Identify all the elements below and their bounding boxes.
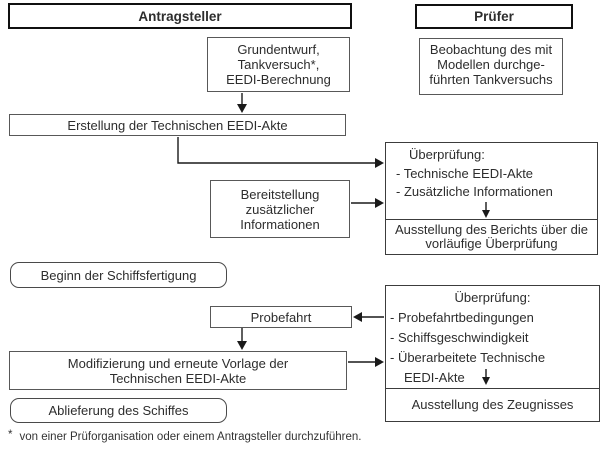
node-erstellung: Erstellung der Technischen EEDI-Akte — [9, 114, 346, 136]
node-ueberpruefung1-upper: Überprüfung: - Technische EEDI-Akte - Zu… — [386, 143, 597, 219]
node-ueberpruefung1: Überprüfung: - Technische EEDI-Akte - Zu… — [385, 142, 598, 255]
node-ueberpruefung2-upper: Überprüfung: - Probefahrtbedingungen - S… — [386, 286, 599, 388]
node-beginn-label: Beginn der Schiffsfertigung — [40, 267, 197, 283]
arrow-ueberpruefung2-probefahrt — [353, 312, 384, 322]
header-pruefer: Prüfer — [415, 4, 573, 29]
node-beginn-schiffsfertigung: Beginn der Schiffsfertigung — [10, 262, 227, 288]
node-ueberpruefung1-title: Überprüfung: — [409, 147, 485, 162]
node-beobachtung: Beobachtung des mit Modellen durchge- fü… — [419, 38, 563, 95]
node-grundentwurf-line1: Grundentwurf, — [237, 42, 320, 57]
footnote-asterisk: * — [8, 429, 13, 441]
node-ueberpruefung2-result-line1: Ausstellung des Zeugnisses — [411, 397, 574, 412]
node-grundentwurf: Grundentwurf, Tankversuch*, EEDI-Berechn… — [207, 37, 350, 92]
header-antragsteller-label: Antragsteller — [138, 8, 222, 24]
node-probefahrt-label: Probefahrt — [250, 309, 312, 325]
node-ueberpruefung2-item3: - Überarbeitete Technische — [390, 350, 546, 365]
node-bereitstellung: Bereitstellung zusätzlicher Informatione… — [210, 180, 350, 238]
node-modifizierung-line2: Technischen EEDI-Akte — [109, 370, 247, 386]
node-ueberpruefung1-result: Ausstellung des Berichts über die vorläu… — [386, 219, 597, 254]
node-ueberpruefung1-item2: - Zusätzliche Informationen — [396, 184, 553, 199]
node-ablieferung: Ablieferung des Schiffes — [10, 398, 227, 423]
node-grundentwurf-line2: Tankversuch*, — [237, 57, 320, 72]
arrow-bereitstellung-ueberpruefung1 — [351, 198, 384, 208]
node-ueberpruefung1-item1: - Technische EEDI-Akte — [396, 165, 534, 181]
node-bereitstellung-line1: Bereitstellung — [240, 186, 320, 202]
arrow-probefahrt-modifizierung — [237, 328, 247, 350]
node-grundentwurf-line3: EEDI-Berechnung — [226, 72, 331, 87]
node-probefahrt: Probefahrt — [210, 306, 352, 328]
node-erstellung-label: Erstellung der Technischen EEDI-Akte — [67, 117, 288, 133]
node-bereitstellung-line2: zusätzlicher — [245, 201, 315, 217]
node-bereitstellung-line3: Informationen — [240, 216, 320, 232]
node-beobachtung-line2: Modellen durchge- — [437, 57, 545, 72]
node-modifizierung-line1: Modifizierung und erneute Vorlage der — [67, 355, 289, 371]
node-ueberpruefung2-result: Ausstellung des Zeugnisses — [386, 388, 599, 421]
node-ueberpruefung2-title: Überprüfung: — [454, 290, 531, 305]
header-antragsteller: Antragsteller — [8, 3, 352, 29]
node-beobachtung-line3: führten Tankversuchs — [429, 72, 553, 87]
arrow-modifizierung-ueberpruefung2 — [348, 357, 384, 367]
node-beobachtung-line1: Beobachtung des mit — [429, 42, 553, 57]
node-ueberpruefung1-result-line1: Ausstellung des Berichts über die — [395, 222, 588, 237]
node-ueberpruefung2-item1: - Probefahrtbedingungen — [390, 310, 534, 325]
node-ueberpruefung2-item4: EEDI-Akte — [404, 370, 465, 385]
arrow-grundentwurf-erstellung — [237, 93, 247, 113]
node-ablieferung-label: Ablieferung des Schiffes — [48, 403, 189, 418]
footnote: * von einer Prüforganisation oder einem … — [8, 429, 362, 443]
node-ueberpruefung1-result-line2: vorläufige Überprüfung — [425, 236, 558, 251]
header-pruefer-label: Prüfer — [474, 9, 514, 24]
footnote-text: von einer Prüforganisation oder einem An… — [19, 431, 362, 443]
node-ueberpruefung2-item2: - Schiffsgeschwindigkeit — [390, 330, 529, 345]
arrow-erstellung-ueberpruefung1 — [177, 137, 384, 168]
node-modifizierung: Modifizierung und erneute Vorlage der Te… — [9, 351, 347, 390]
node-ueberpruefung2: Überprüfung: - Probefahrtbedingungen - S… — [385, 285, 600, 422]
